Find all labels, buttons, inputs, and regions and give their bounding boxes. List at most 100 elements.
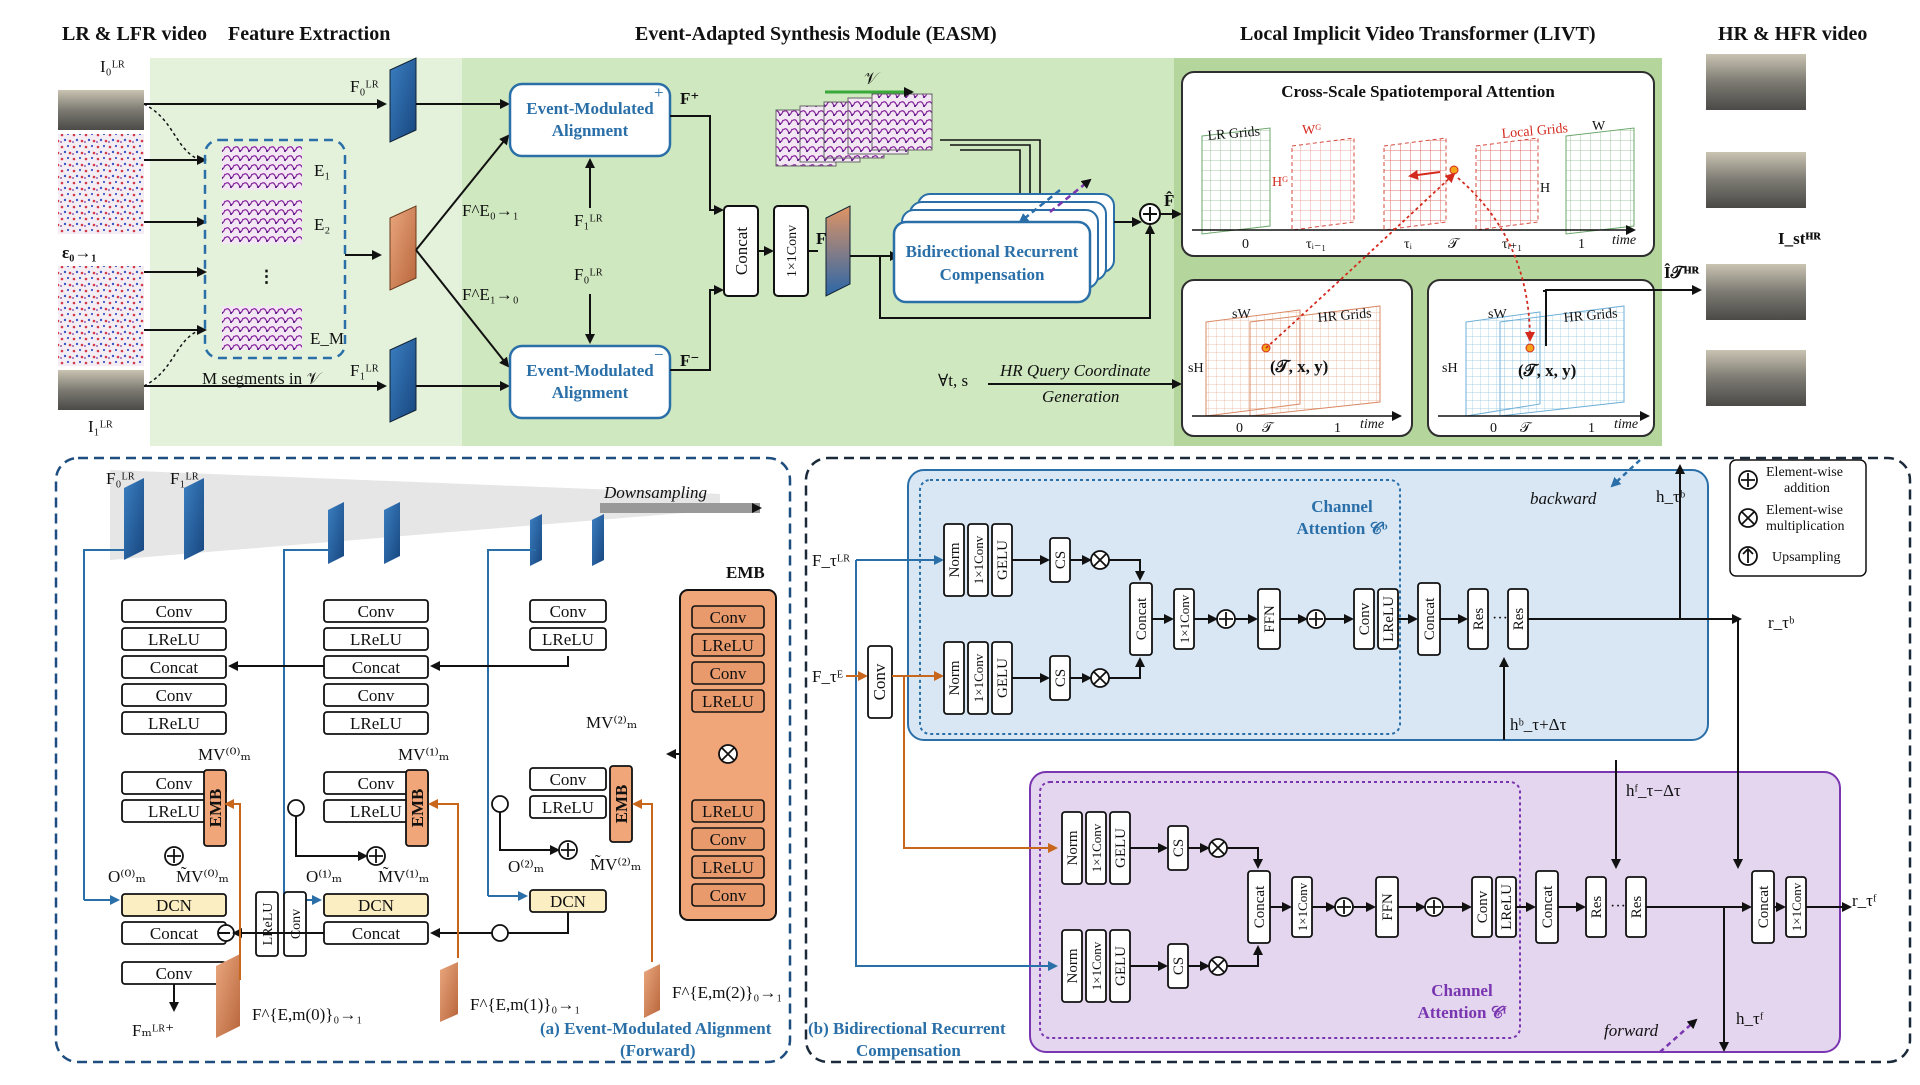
htbdt-label: hᵇ_τ+Δτ bbox=[1510, 715, 1567, 734]
svg-text:Conv: Conv bbox=[289, 909, 304, 939]
label-ist: I_stᴴᴿ bbox=[1778, 229, 1821, 248]
fwd-final-conv11-label: 1×1Conv bbox=[1789, 882, 1804, 931]
csta-title: Cross-Scale Spatiotemporal Attention bbox=[1281, 82, 1555, 101]
fwd-conv11b-label: 1×1Conv bbox=[1295, 882, 1310, 931]
header-feature: Feature Extraction bbox=[228, 23, 390, 45]
svg-text:LReLU: LReLU bbox=[350, 630, 402, 649]
time-left: time bbox=[1360, 417, 1384, 432]
brc-line1: Bidirectional Recurrent bbox=[906, 242, 1079, 261]
svg-text:DCN: DCN bbox=[550, 892, 586, 911]
ema-f1-label: F₁ᴸᴿ bbox=[170, 469, 199, 488]
bwd-res-1-label: Res bbox=[1471, 608, 1487, 631]
mv2-label: MV⁽²⁾ₘ bbox=[586, 713, 637, 732]
mvt2-label: M̃V⁽²⁾ₘ bbox=[590, 855, 641, 874]
channel-b-line1: Channel bbox=[1311, 497, 1373, 516]
bwd-conv11-1 bbox=[967, 641, 989, 715]
ema-level-2: Conv LReLU Conv LReLU EMB DCN bbox=[529, 599, 633, 913]
easm-conv11-label: 1×1Conv bbox=[785, 225, 800, 277]
om0-label: O⁽⁰⁾ₘ bbox=[108, 867, 146, 886]
hr-grid-orange-2 bbox=[1249, 305, 1381, 417]
time-right: time bbox=[1614, 417, 1638, 432]
svg-text:Conv: Conv bbox=[710, 608, 747, 627]
bwd-norm-label-0: Norm bbox=[947, 542, 963, 577]
sh-left: sH bbox=[1188, 361, 1204, 376]
ema-bottom-line2: Alignment bbox=[552, 383, 629, 402]
easm-feature-block bbox=[825, 205, 851, 297]
svg-text:LReLU: LReLU bbox=[148, 630, 200, 649]
label-e2: E₂ bbox=[314, 215, 330, 234]
label-f0lr-mid: F₀ᴸᴿ bbox=[574, 265, 603, 284]
fwd-tail-conv-label: Conv bbox=[1475, 890, 1491, 923]
legend-add-1: Element-wise bbox=[1766, 465, 1843, 480]
label-fe01: F^E₀→₁ bbox=[462, 201, 519, 220]
tick-tau-prev: τᵢ₋₁ bbox=[1306, 237, 1326, 252]
fwd-cs-label-0: CS bbox=[1171, 839, 1187, 857]
query-line2: Generation bbox=[1042, 387, 1119, 406]
svg-text:Concat: Concat bbox=[150, 924, 198, 943]
local-grid-1 bbox=[1291, 137, 1355, 231]
segments-box bbox=[203, 138, 347, 360]
ema-top-box bbox=[508, 82, 672, 158]
bwd-conv11b-label: 1×1Conv bbox=[1177, 594, 1192, 643]
ema-bottom-line1: Event-Modulated bbox=[526, 361, 654, 380]
svg-text:Conv: Conv bbox=[156, 774, 193, 793]
label-fplus: F⁺ bbox=[680, 89, 699, 108]
bwd-norm-0 bbox=[943, 523, 965, 597]
downsampling-band bbox=[110, 470, 720, 560]
fem1-label: F^{E,m(1)}₀→₁ bbox=[470, 995, 580, 1014]
fem2-label: F^{E,m(2)}₀→₁ bbox=[672, 983, 782, 1002]
svg-text:EMB: EMB bbox=[206, 789, 225, 828]
rtf-label: r_τᶠ bbox=[1852, 891, 1877, 910]
svg-text:Conv: Conv bbox=[358, 686, 395, 705]
header-output: HR & HFR video bbox=[1718, 23, 1867, 45]
feature-block-f0 bbox=[389, 57, 417, 143]
svg-text:LReLU: LReLU bbox=[261, 903, 276, 946]
coord-left: (𝒯, x, y) bbox=[1270, 357, 1328, 376]
channel-b-line2: Attention 𝒞ᵇ bbox=[1296, 519, 1388, 538]
svg-text:EMB: EMB bbox=[612, 785, 631, 824]
query-line1: HR Query Coordinate bbox=[999, 361, 1151, 380]
bwd-conv11-label-0: 1×1Conv bbox=[971, 535, 986, 584]
ema-top-line1: Event-Modulated bbox=[526, 99, 654, 118]
output-frame-2 bbox=[1706, 152, 1806, 208]
label-f0: F₀ᴸᴿ bbox=[350, 77, 379, 96]
fwd-conv11-0 bbox=[1085, 811, 1107, 885]
ema-fem0-block bbox=[216, 954, 240, 1038]
event-segment-2 bbox=[222, 200, 302, 244]
svg-text:Conv: Conv bbox=[358, 774, 395, 793]
bwd-gelu-label-0: GELU bbox=[995, 540, 1011, 580]
ema-caption-1: (a) Event-Modulated Alignment bbox=[540, 1019, 772, 1038]
feature-block-events bbox=[389, 205, 417, 291]
output-frame-4 bbox=[1706, 350, 1806, 406]
htf-label: h_τᶠ bbox=[1736, 1009, 1764, 1028]
input-frame-0 bbox=[58, 90, 144, 130]
svg-text:DCN: DCN bbox=[358, 896, 394, 915]
label-fhat: F̂ bbox=[1164, 191, 1174, 210]
segments-label: M segments in 𝒱 bbox=[202, 369, 323, 388]
forward-label: forward bbox=[1604, 1021, 1659, 1040]
svg-text:LReLU: LReLU bbox=[350, 714, 402, 733]
label-f1: F₁ᴸᴿ bbox=[350, 361, 379, 380]
bwd-add1-glyph bbox=[1219, 612, 1233, 626]
label-i1: I₁ᴸᴿ bbox=[88, 417, 113, 436]
emb-title: EMB bbox=[726, 563, 765, 582]
brc-caption-1: (b) Bidirectional Recurrent bbox=[808, 1019, 1006, 1038]
bwd-norm-1 bbox=[943, 641, 965, 715]
label-v: 𝒱 bbox=[864, 69, 881, 88]
bwd-res-1 bbox=[1467, 588, 1489, 650]
mv1-label: MV⁽¹⁾ₘ bbox=[398, 745, 449, 764]
label-fe10: F^E₁→₀ bbox=[462, 285, 519, 304]
ema-level-0: Conv LReLU Concat Conv LReLU Conv LReLU … bbox=[121, 599, 227, 985]
event-stream-bottom bbox=[58, 266, 144, 366]
svg-text:Conv: Conv bbox=[550, 770, 587, 789]
bottom-tick-T-right: 𝒯 bbox=[1520, 421, 1533, 436]
sh-right: sH bbox=[1442, 361, 1458, 376]
htb-label: h_τᵇ bbox=[1656, 487, 1685, 506]
local-grid-2 bbox=[1383, 137, 1447, 231]
label-events: ε₀→₁ bbox=[62, 243, 96, 262]
label-f1lr-mid: F₁ᴸᴿ bbox=[574, 211, 603, 230]
svg-text:LReLU: LReLU bbox=[148, 714, 200, 733]
svg-text:Conv: Conv bbox=[156, 686, 193, 705]
bwd-conv11-0 bbox=[967, 523, 989, 597]
label-fminus: F⁻ bbox=[680, 351, 699, 370]
